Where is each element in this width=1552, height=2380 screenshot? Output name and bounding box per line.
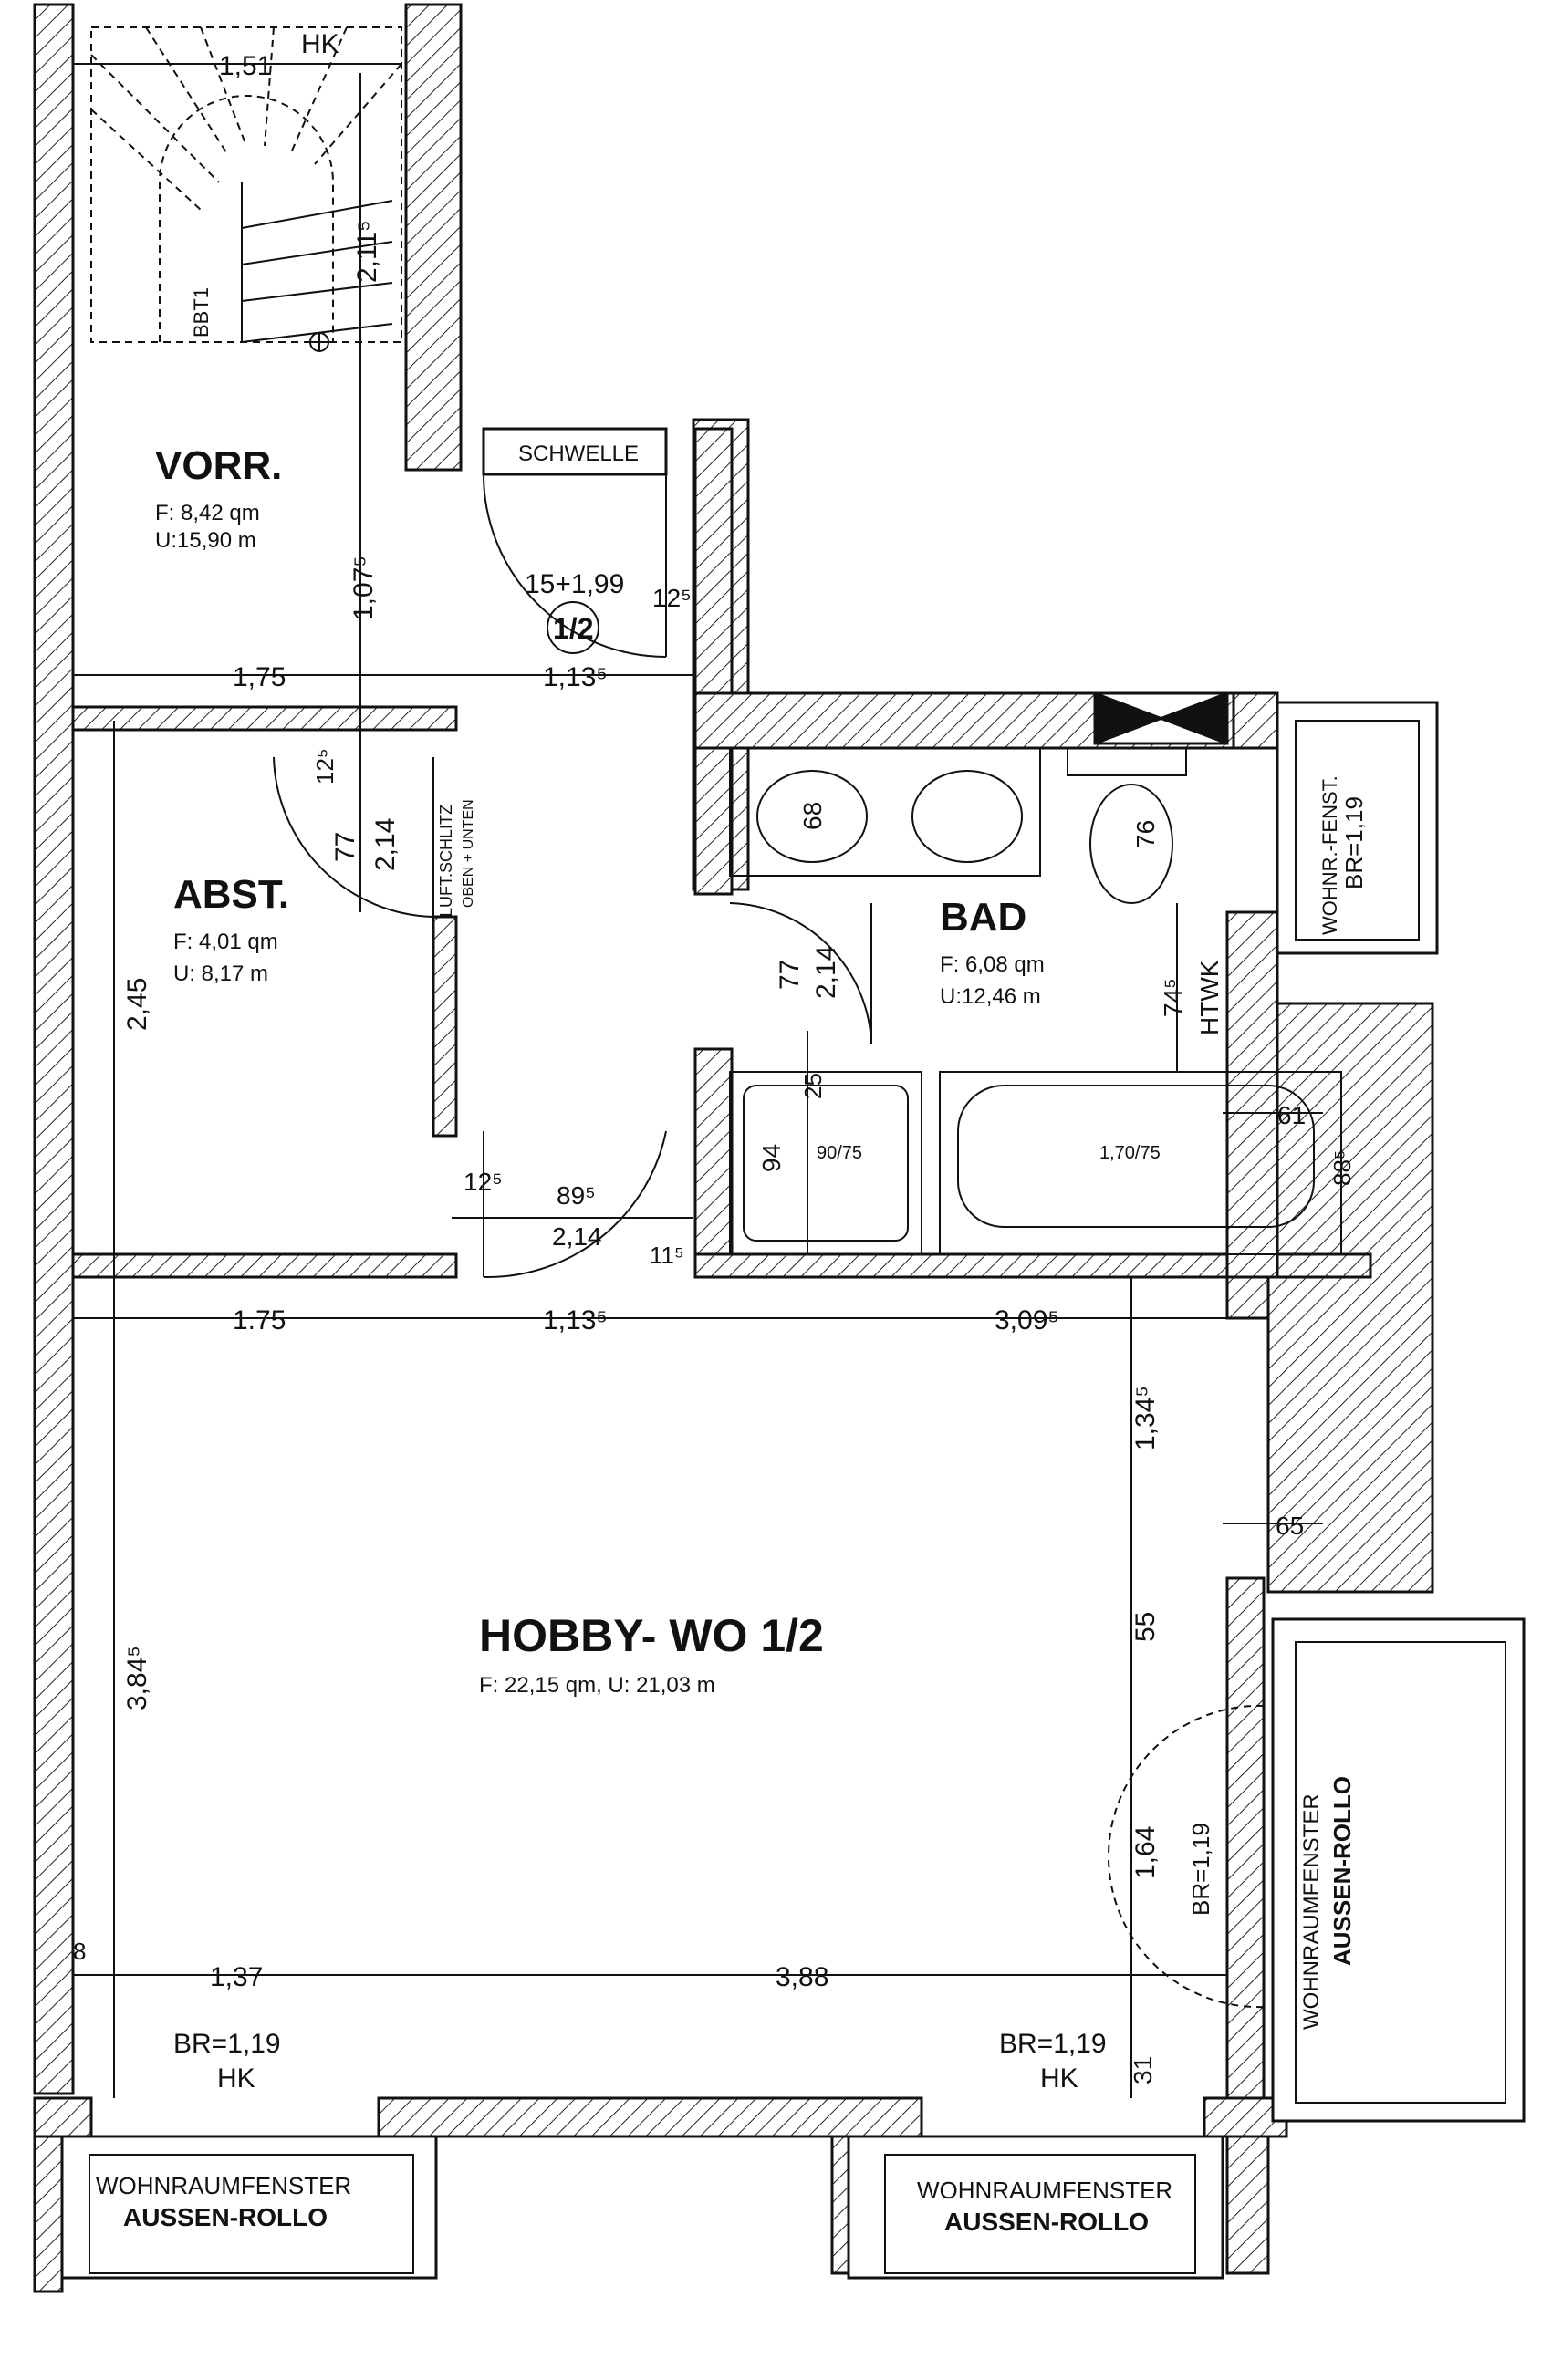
dim-mid-3095: 3,09⁵ (995, 1305, 1059, 1336)
dim-abst-125: 12⁵ (311, 748, 339, 785)
dim-hob-164: 1,64 (1130, 1826, 1161, 1879)
wall-bottom-left (33, 2096, 93, 2138)
label-hk-bottom-left: HK (217, 2063, 255, 2094)
doors (273, 427, 1265, 2009)
wall-abst-bottom (71, 1252, 458, 1279)
dim-abst-245: 2,45 (122, 978, 152, 1031)
label-wohnraumfenster-br: WOHNRAUMFENSTER (917, 2177, 1172, 2204)
bad-fixtures (729, 747, 1342, 1255)
window-right-small (1276, 701, 1439, 955)
wall-right-lower (1225, 1576, 1266, 2109)
dim-bad-76: 76 (1131, 820, 1160, 848)
room-area-vorr: F: 8,42 qm (155, 501, 260, 525)
wall-bottom-outer-right2 (1225, 2135, 1270, 2275)
shower-tray (729, 1071, 922, 1255)
stairs (90, 26, 402, 352)
dim-bad-77: 77 (775, 960, 805, 990)
label-stair-mark: BBT1 (190, 287, 213, 338)
room-title-bad: BAD (940, 895, 1026, 940)
dim-bad-61: 61 (1277, 1101, 1306, 1129)
walls (33, 3, 1434, 2293)
windows (60, 701, 1526, 2280)
label-wohnraumfenster-right: WOHNRAUMFENSTER (1299, 1793, 1324, 2030)
dimension-lines (73, 63, 1323, 2098)
label-shower: 90/75 (817, 1143, 862, 1163)
dim-bad-745: 74⁵ (1159, 978, 1187, 1017)
label-br-bottom-left: BR=1,19 (173, 2029, 281, 2059)
label-wohnraumfenster-bl: WOHNRAUMFENSTER (96, 2172, 351, 2199)
dim-door2-895: 89⁵ (557, 1181, 596, 1210)
wall-abst-right (432, 915, 458, 1138)
dim-hob-8: 8 (73, 1938, 86, 1965)
wall-bottom-mid (377, 2096, 923, 2138)
dim-stair-len: 2,11⁵ (352, 220, 382, 283)
dim-bad-25: 25 (799, 1073, 827, 1099)
door-badge-circle (547, 601, 599, 654)
dim-hob-137: 1,37 (210, 1962, 263, 1992)
wall-stair-right (404, 3, 463, 472)
label-luft1: LUFT.SCHLITZ (437, 805, 455, 917)
shaft-icon (1093, 691, 1229, 745)
room-perimeter-bad: U:12,46 m (940, 984, 1041, 1009)
label-br-right-door: BR=1,19 (1187, 1823, 1214, 1916)
bathtub (939, 1071, 1342, 1255)
label-schwelle: SCHWELLE (518, 442, 639, 466)
room-title-vorr: VORR. (155, 443, 282, 488)
dim-hob-3845: 3,84⁵ (122, 1646, 152, 1710)
label-tub: 1,70/75 (1099, 1143, 1161, 1163)
label-aussen-rollo-right: AUSSEN-ROLLO (1328, 1776, 1356, 1966)
label-wohnr-fenst: WOHNR.-FENST. (1318, 775, 1341, 935)
dim-hob-65: 65 (1276, 1512, 1304, 1540)
label-aussen-rollo-br: AUSSEN-ROLLO (944, 2208, 1149, 2236)
label-hk-bottom-right: HK (1040, 2063, 1078, 2094)
wall-left-outer (33, 3, 75, 2095)
wall-right-mid (1266, 1002, 1434, 1594)
dim-hob-1345: 1,34⁵ (1130, 1386, 1161, 1450)
wall-bottom-outer-left (33, 2135, 64, 2293)
dim-hob-55: 55 (1130, 1612, 1161, 1642)
window-bottom-right (847, 2135, 1224, 2280)
dim-top-175: 1,75 (233, 662, 286, 692)
dim-abst-214: 2,14 (370, 818, 401, 871)
wall-abst-top (71, 705, 458, 732)
room-perimeter-abst: U: 8,17 m (173, 961, 268, 986)
room-area-hobby: F: 22,15 qm, U: 21,03 m (479, 1673, 715, 1698)
room-title-hobby: HOBBY- WO 1/2 (479, 1610, 824, 1661)
dim-12-5-a: 12⁵ (652, 584, 692, 612)
door-badge: 1/2 (553, 612, 593, 645)
room-title-abst: ABST. (173, 872, 289, 917)
room-area-abst: F: 4,01 qm (173, 930, 278, 954)
dim-bad-68: 68 (798, 802, 827, 830)
dim-mid-175: 1.75 (233, 1305, 286, 1336)
dim-door2-125: 12⁵ (464, 1168, 503, 1196)
label-luft2: OBEN + UNTEN (461, 799, 476, 908)
dim-hob-388: 3,88 (776, 1962, 828, 1992)
room-perimeter-vorr: U:15,90 m (155, 528, 256, 553)
dim-bad-214: 2,14 (811, 946, 841, 999)
dim-mid-1135: 1,13⁵ (543, 1305, 608, 1336)
window-right-large (1271, 1617, 1526, 2123)
dim-abst-77: 77 (330, 832, 360, 862)
dim-hob-31: 31 (1129, 2056, 1157, 2084)
dim-stair-width: 1,51 (219, 51, 272, 81)
dim-vorr-h: 1,07⁵ (349, 556, 379, 620)
dim-door2-214: 2,14 (552, 1222, 602, 1251)
label-hk-top: HK (301, 29, 339, 59)
window-bottom-left (60, 2135, 438, 2280)
label-br-right-small: BR=1,19 (1340, 796, 1368, 889)
room-area-bad: F: 6,08 qm (940, 952, 1045, 977)
dim-bad-94: 94 (757, 1144, 786, 1172)
wall-bad-right (1225, 910, 1279, 1279)
wall-bad-left-low (693, 1047, 734, 1279)
label-htwk: HTWK (1195, 960, 1224, 1035)
label-aussen-rollo-bl: AUSSEN-ROLLO (123, 2203, 328, 2231)
dim-door-main: 15+1,99 (525, 569, 624, 599)
dim-top-1135: 1,13⁵ (543, 662, 608, 692)
label-br-bottom-right: BR=1,19 (999, 2029, 1107, 2059)
dim-bad-885: 88⁵ (1328, 1149, 1356, 1186)
wall-vorr-left-bad (693, 427, 734, 896)
dim-door2-115: 11⁵ (650, 1242, 684, 1269)
